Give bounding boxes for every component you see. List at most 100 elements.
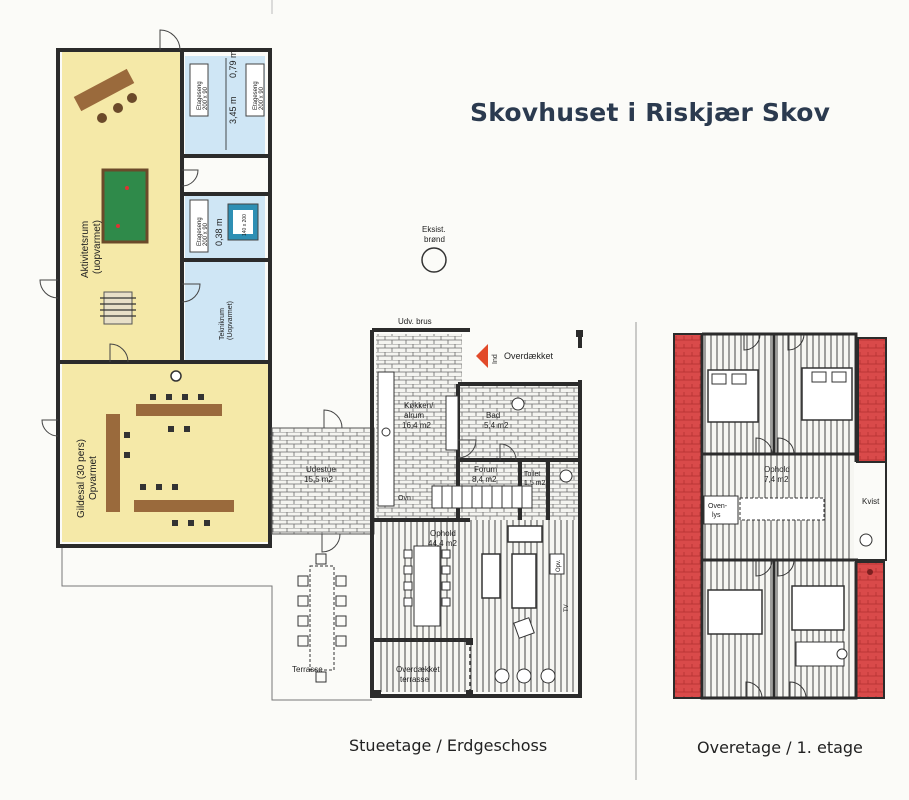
door-swing [777, 559, 795, 577]
upper-floor: Oven- lys Ophold 7,4 m2 Kvist [673, 332, 887, 700]
seng-size-label: 200 x 90 [203, 222, 209, 246]
aktivitetsrum-note: (uopvarmet) [92, 220, 103, 274]
udestue-area: 15,5 m2 [304, 475, 333, 484]
door-swing [109, 343, 129, 363]
table [106, 414, 120, 512]
ball [125, 186, 129, 190]
corridor-floor [185, 156, 265, 194]
skylight [739, 497, 825, 521]
roof-marker [867, 569, 873, 575]
armchair [540, 668, 556, 684]
bunk-bed [189, 63, 209, 117]
door-swing [777, 437, 795, 455]
dormer-outline [856, 461, 887, 561]
gildesal-floor [62, 364, 268, 542]
table [134, 500, 234, 512]
forum-area: 8,4 m2 [472, 475, 497, 484]
stove-unit [549, 553, 565, 575]
pool-table [101, 168, 149, 244]
door-swing [745, 681, 763, 699]
udestue-floor [271, 427, 375, 535]
eksist-label: Eksist. [422, 225, 446, 234]
brond-label: brønd [424, 235, 445, 244]
upper-floor-caption: Overetage / 1. etage [697, 738, 863, 757]
seng-size-label-2: 140 x 200 [242, 214, 248, 236]
door-swing [457, 439, 477, 459]
door-swing [181, 169, 199, 187]
aktivitetsrum-label: Aktivitetsrum [80, 221, 91, 278]
tv-label: TV [564, 604, 570, 612]
kokken-label-2: alrum [404, 411, 424, 420]
opvask-label: Opv. [556, 559, 562, 572]
door-swing [41, 419, 59, 437]
toilet-label: Toilet [524, 471, 540, 478]
door-swing [787, 333, 805, 351]
ovenlys-label: Oven- [708, 503, 728, 510]
corner-post [374, 690, 381, 697]
opholdsrum-label: Ophold [430, 529, 456, 538]
double-bed-inner [233, 210, 253, 234]
ground-floor: Ind Overdækket Udv. brus Køkken/ alrum 1… [370, 317, 583, 698]
dimension-038: 0,38 m [214, 218, 224, 246]
kvist-label: Kvist [862, 497, 880, 506]
ophold-upper-label: Ophold [764, 465, 790, 474]
armchair [859, 533, 873, 547]
teknikrum-floor [185, 262, 265, 360]
annex-walls [56, 48, 272, 548]
dining-chairs [403, 549, 451, 607]
door-swing [159, 29, 181, 51]
bad-label: Bad [486, 411, 500, 420]
entry-arrow [476, 344, 488, 368]
etageseng-label: Etageseng [197, 81, 203, 110]
door-swing [755, 559, 773, 577]
overdaekket-terrasse-label: Overdækket [396, 665, 440, 674]
page-title: Skovhuset i Riskjær Skov [470, 98, 831, 127]
udestue-label: Udestue [306, 465, 336, 474]
ovenlys-label-2: lys [712, 512, 721, 519]
door-swing [755, 437, 773, 455]
kokken-area: 16,4 m2 [402, 421, 431, 430]
chair [127, 93, 137, 103]
sofa [481, 553, 501, 599]
well [421, 247, 447, 273]
gildesal-label: Gildesal (30 pers) [76, 439, 87, 518]
annex-building: Aktivitetsrum (uopvarmet) Etageseng 200 … [39, 29, 289, 548]
table [136, 404, 222, 416]
etageseng-label: Etageseng [197, 217, 203, 246]
corner-post [576, 330, 583, 337]
ind-label: Ind [492, 354, 499, 364]
toilet-area: 1,5 m2 [524, 480, 546, 487]
corner-post [466, 638, 473, 645]
kokken-label: Køkken/ [404, 401, 434, 410]
corner-post [466, 690, 473, 697]
staircase [431, 485, 533, 509]
gildesal-note: Opvarmet [88, 456, 99, 500]
forum-label: Forum [474, 465, 497, 474]
pillow [711, 371, 847, 385]
ovn-label: Ovn [398, 495, 411, 502]
dimension-079: 0,79 m [228, 50, 238, 78]
bunk-bed [189, 199, 209, 253]
door-swing [743, 333, 761, 351]
door-swing [789, 681, 807, 699]
ball [116, 224, 120, 228]
etageseng-label: Etageseng [253, 81, 259, 110]
door-swing [323, 409, 343, 429]
terrace-outline [61, 548, 372, 701]
table [73, 68, 135, 112]
sink [381, 427, 391, 437]
sofa [511, 553, 537, 609]
terrace-table [297, 553, 347, 683]
armchair [494, 668, 510, 684]
udestue-connector: Udestue 15,5 m2 [271, 409, 375, 553]
chair [97, 113, 107, 123]
terrasse-word-label: terrasse [400, 675, 429, 684]
overdaekket-label: Overdækket [504, 351, 554, 361]
dimension-345: 3,45 m [228, 96, 238, 124]
ophold-upper-area: 7,4 m2 [764, 475, 789, 484]
seng-size-label: 200 x 90 [259, 86, 265, 110]
foosball-rods [100, 297, 136, 317]
door-swing [499, 443, 517, 461]
chairs-group [124, 394, 210, 526]
